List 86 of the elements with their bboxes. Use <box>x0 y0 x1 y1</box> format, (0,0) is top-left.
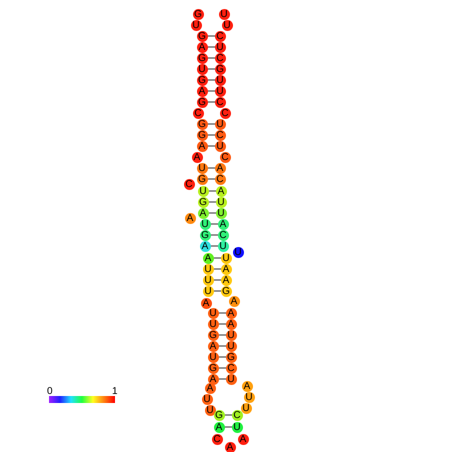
nucleotide: A <box>196 42 208 52</box>
nucleotide: U <box>214 86 226 96</box>
nucleotide: A <box>192 152 202 162</box>
nucleotide: U <box>214 140 226 152</box>
nucleotide: A <box>218 218 228 230</box>
nucleotide: A <box>202 252 214 264</box>
nucleotide: U <box>232 422 242 432</box>
nucleotide: U <box>202 274 214 286</box>
nucleotide: A <box>226 318 236 330</box>
nucleotide: A <box>216 186 226 196</box>
nucleotide: U <box>218 8 230 20</box>
nucleotide: C <box>214 174 226 184</box>
nucleotide: A <box>220 264 232 274</box>
nucleotide: A <box>208 374 218 384</box>
nucleotide: G <box>196 74 208 86</box>
nucleotide: C <box>214 96 226 108</box>
nucleotide: U <box>196 162 208 174</box>
nucleotide: G <box>208 362 218 374</box>
nucleotide: G <box>196 174 208 184</box>
nucleotide: G <box>214 410 224 420</box>
nucleotide: U <box>232 246 244 258</box>
nucleotide: U <box>202 394 212 404</box>
scale-label: 0 <box>47 387 53 397</box>
nucleotide: U <box>208 352 218 362</box>
scale-label: 1 <box>112 387 118 397</box>
nucleotide: G <box>196 96 208 108</box>
nucleotide: U <box>226 330 236 340</box>
nucleotide: G <box>198 196 208 208</box>
nucleotide: C <box>192 108 204 118</box>
nucleotide: U <box>208 318 218 330</box>
nucleotide: C <box>212 434 222 444</box>
nucleotide: U <box>240 402 252 414</box>
nucleotide: A <box>220 274 232 286</box>
nucleotide: A <box>228 296 240 306</box>
nucleotide: A <box>214 162 226 174</box>
nucleotide: U <box>216 196 226 208</box>
nucleotide: U <box>218 240 228 252</box>
nucleotide: C <box>214 30 226 42</box>
nucleotide: U <box>216 208 226 218</box>
nucleotide: C <box>220 108 230 118</box>
nucleotide: A <box>196 86 208 96</box>
nucleotide: A <box>200 298 212 308</box>
nucleotide: U <box>202 286 214 296</box>
nucleotide: C <box>226 362 236 374</box>
nucleotide: A <box>204 382 216 394</box>
nucleotide: G <box>226 352 236 362</box>
nucleotide: G <box>196 118 208 130</box>
nucleotide: U <box>222 20 232 30</box>
nucleotide: A <box>208 340 218 352</box>
nucleotide: U <box>190 20 202 30</box>
nucleotide: G <box>196 30 208 42</box>
nucleotide: G <box>214 64 226 74</box>
nucleotide: U <box>226 374 236 384</box>
nucleotide: C <box>184 178 194 190</box>
nucleotide: U <box>220 252 232 264</box>
nucleotide: U <box>214 118 226 130</box>
nucleotide: U <box>202 264 214 274</box>
nucleotide: G <box>196 130 208 140</box>
nucleotide: A <box>184 212 196 224</box>
nucleotide: U <box>198 186 208 196</box>
nucleotide: G <box>220 286 232 296</box>
nucleotide: U <box>226 340 236 352</box>
nucleotide: U <box>204 404 216 416</box>
nucleotide: A <box>226 308 236 318</box>
nucleotide: G <box>196 52 208 64</box>
nucleotide: C <box>214 52 226 64</box>
nucleotide: G <box>208 330 218 340</box>
nucleotide: C <box>218 230 228 240</box>
nucleotide: A <box>242 380 252 392</box>
nucleotide: U <box>200 218 210 230</box>
nucleotide: G <box>192 8 204 20</box>
nucleotide: U <box>214 42 226 52</box>
nucleotide: U <box>214 74 226 86</box>
nucleotide: G <box>200 230 210 240</box>
nucleotide: U <box>208 308 218 318</box>
nucleotide: A <box>224 442 236 452</box>
nucleotide: A <box>200 240 210 252</box>
nucleotide: U <box>244 392 254 402</box>
nucleotide: C <box>214 130 226 140</box>
nucleotide: C <box>232 410 242 420</box>
nucleotide: A <box>238 434 248 444</box>
nucleotide: A <box>214 422 224 432</box>
nucleotide: A <box>196 140 208 152</box>
nucleotide: C <box>220 152 230 162</box>
nucleotide: U <box>196 64 208 74</box>
nucleotide: A <box>198 208 208 218</box>
